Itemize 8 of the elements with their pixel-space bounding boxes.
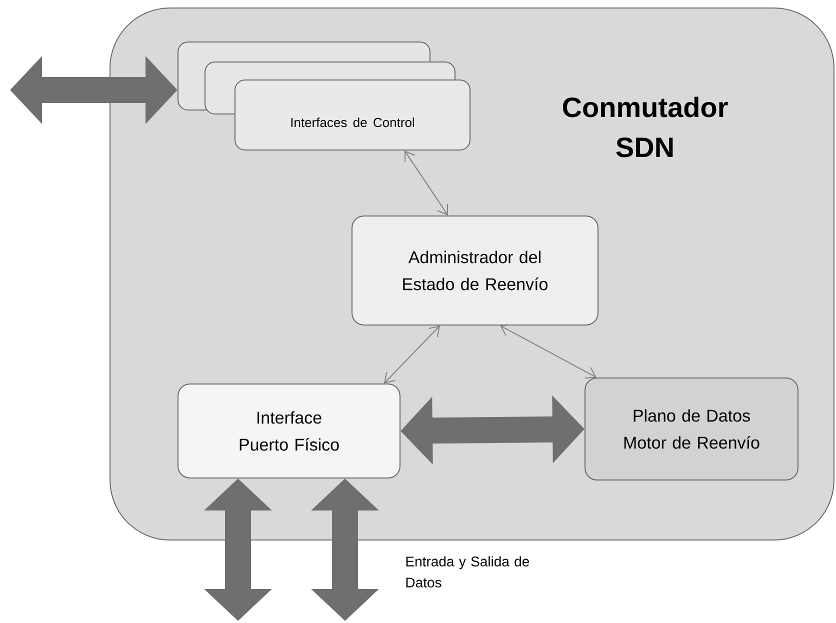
note-text: Entrada y Salida de Datos — [406, 556, 530, 588]
process-box: Plano de Datos Motor de Reenvío — [584, 378, 798, 480]
process-box: Administrador del Estado de Reenvío — [352, 216, 598, 326]
arrow — [500, 324, 596, 379]
process-box: Interface Puerto Físico — [178, 384, 400, 478]
arrow — [404, 150, 448, 216]
arrow — [384, 326, 440, 384]
process-box: Interfaces de Control — [234, 80, 470, 150]
